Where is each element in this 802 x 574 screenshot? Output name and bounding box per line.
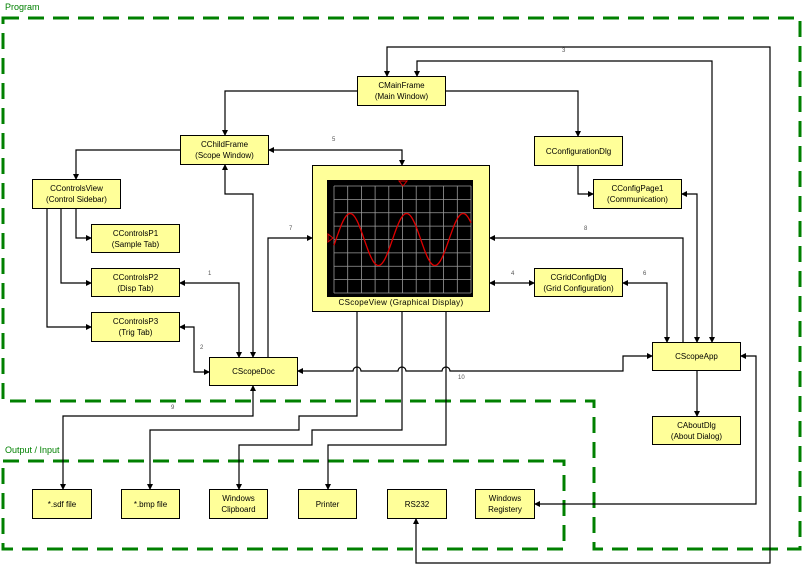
box-title: CConfigPage1	[611, 184, 664, 193]
link-mainframe-childframe	[222, 90, 357, 136]
box-title: CControlsP3	[112, 317, 159, 326]
box-title: Windows	[222, 494, 255, 503]
box-cgridconfigdlg: CGridConfigDlg(Grid Configuration)	[534, 268, 623, 297]
box-rs232: RS232	[387, 489, 447, 519]
box-ccontrolsp3: CControlsP3 (Trig Tab)	[91, 312, 180, 342]
box-title: CControlsView	[50, 184, 103, 193]
box-subtitle: (Sample Tab)	[111, 239, 160, 249]
scope-view-caption: CScopeView (Graphical Display)	[338, 298, 464, 307]
connection-number-4: 4	[511, 271, 515, 277]
box-subtitle: (Trig Tab)	[118, 328, 153, 337]
link-controlsview-p3	[46, 209, 92, 330]
box-title: CControlsP1	[112, 228, 159, 238]
box-subtitle: (Grid Configuration)	[543, 283, 614, 293]
box-bmp-file: *.bmp file	[121, 489, 180, 519]
link-scopeview-clipboard	[236, 312, 403, 490]
box-cscopedoc: CScopeDoc	[209, 357, 298, 386]
output-input-region-border	[1, 459, 566, 551]
box-subtitle: (Main Window)	[374, 92, 429, 101]
box-cconfigpage1: CConfigPage1 (Communication)	[593, 179, 682, 209]
trigger-position-marker-icon	[397, 180, 409, 187]
box-cscopeapp: CScopeApp	[652, 342, 741, 371]
box-subtitle: (Scope Window)	[195, 151, 254, 160]
link-6-griddlg-app	[622, 280, 670, 343]
box-subtitle: (Disp Tab)	[117, 283, 154, 293]
box-subtitle: (Control Sidebar)	[46, 195, 107, 204]
link-controlsview-p2	[60, 209, 92, 286]
box-subtitle: Registery	[488, 505, 522, 514]
box-title: CControlsP2	[112, 272, 159, 282]
box-title: CMainFrame	[378, 81, 425, 90]
link-scopeview-printer	[325, 312, 447, 490]
link-childframe-controlsview	[73, 149, 180, 180]
link-page1-app	[681, 191, 700, 343]
box-subtitle: (About Dialog)	[670, 431, 723, 441]
box-caboutdlg: CAboutDlg(About Dialog)	[652, 416, 741, 445]
connection-number-7: 7	[289, 226, 293, 232]
connection-number-2: 2	[200, 345, 204, 351]
box-title: CGridConfigDlg	[550, 272, 607, 282]
box-subtitle: Clipboard	[221, 505, 256, 514]
box-cscopeview: CScopeView (Graphical Display)	[312, 165, 490, 312]
connection-number-8: 8	[584, 226, 588, 232]
connection-number-9: 9	[171, 405, 175, 411]
box-ccontrolsp2: CControlsP2(Disp Tab)	[91, 268, 180, 297]
box-sdf-file: *.sdf file	[32, 489, 92, 519]
connection-number-6: 6	[643, 271, 647, 277]
box-title: *.bmp file	[133, 499, 168, 509]
box-printer: Printer	[298, 489, 357, 519]
box-title: CAboutDlg	[677, 420, 716, 430]
link-3-rs232-mainframe	[384, 46, 771, 564]
box-title: CConfigurationDlg	[545, 146, 612, 156]
link-configdlg-page1	[577, 165, 594, 197]
box-cchildframe: CChildFrame (Scope Window)	[180, 135, 269, 165]
link-app-registry	[534, 353, 757, 507]
link-scopeview-bmp	[147, 312, 358, 490]
box-title: CScopeApp	[675, 352, 718, 361]
box-ccontrolsview: CControlsView (Control Sidebar)	[32, 179, 121, 209]
connection-number-1: 1	[208, 271, 212, 277]
box-title: RS232	[404, 499, 430, 509]
connection-number-5: 5	[332, 137, 336, 143]
box-cmainframe: CMainFrame (Main Window)	[357, 76, 446, 106]
link-7-scopedoc-scopeview	[267, 235, 313, 357]
connection-number-3: 3	[562, 48, 566, 54]
box-title: Windows	[488, 494, 522, 503]
oscilloscope-screen	[327, 180, 473, 297]
box-title: *.sdf file	[47, 499, 77, 509]
link-5-childframe-scopeview	[268, 147, 405, 166]
box-subtitle: (Communication)	[607, 195, 668, 204]
box-ccontrolsp1: CControlsP1(Sample Tab)	[91, 224, 180, 253]
link-childframe-scopedoc	[222, 164, 256, 358]
link-app-mainframe	[414, 60, 715, 343]
program-region-label: Program	[5, 2, 40, 12]
link-10-app-scopedoc	[297, 353, 653, 374]
link-2-p3-scopedoc	[179, 324, 210, 375]
box-cconfigurationdlg: CConfigurationDlg	[534, 136, 623, 166]
trigger-level-marker-icon	[327, 232, 334, 244]
link-controlsview-p1	[75, 209, 92, 241]
program-region-border	[1, 16, 802, 551]
output-input-region-label: Output / Input	[5, 445, 60, 455]
box-title: CChildFrame	[200, 140, 249, 149]
link-9-scopedoc-sdf	[60, 385, 256, 490]
link-mainframe-configdlg	[446, 90, 581, 137]
link-1-p2-scopedoc	[179, 280, 242, 358]
scope-trace	[333, 212, 472, 267]
box-title: Printer	[315, 499, 340, 509]
connection-number-10: 10	[458, 375, 465, 381]
box-title: CScopeDoc	[232, 367, 275, 376]
